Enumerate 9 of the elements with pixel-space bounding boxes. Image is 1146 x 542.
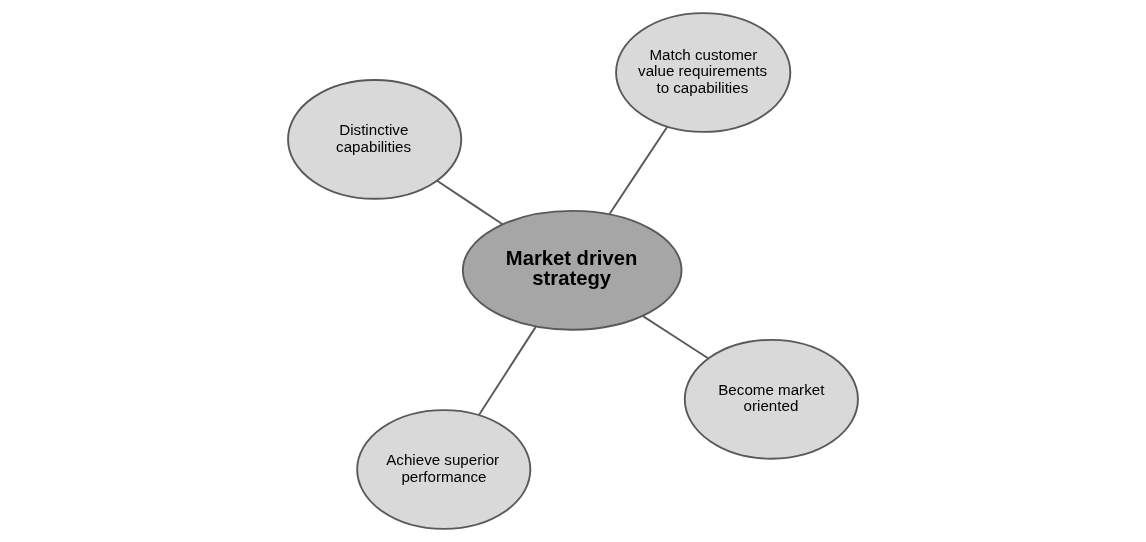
connector	[436, 179, 504, 226]
node-ellipse: Become market oriented	[683, 338, 859, 460]
node-ellipse: Match customer value requirements to capabilities	[615, 12, 792, 133]
node-ellipse: Market driven strategy	[461, 209, 683, 331]
node-ellipse: Achieve superior performance	[356, 409, 532, 530]
connector	[642, 315, 710, 360]
connector	[478, 325, 537, 416]
connector	[608, 125, 669, 216]
node-ellipse: Distinctive capabilities	[287, 79, 463, 200]
